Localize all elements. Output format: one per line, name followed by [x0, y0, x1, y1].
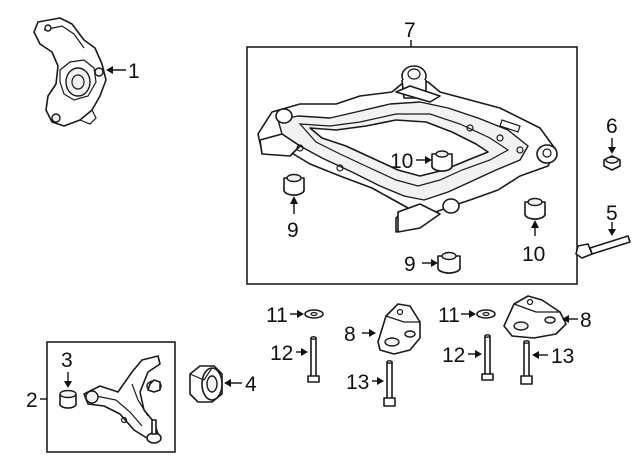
- callout-10a-arrow: [425, 156, 432, 164]
- callout-10b: 10: [522, 243, 545, 266]
- control-arm-bushing[interactable]: [189, 365, 223, 403]
- crossmember-bolt[interactable]: [575, 235, 631, 259]
- callout-11b-arrow: [469, 310, 476, 318]
- callout-8a-arrow: [369, 329, 376, 337]
- callout-6-arrow: [608, 147, 616, 154]
- callout-6: 6: [606, 115, 618, 138]
- callout-8b-arrow: [562, 315, 569, 323]
- callout-2: 2: [26, 389, 38, 412]
- crossmember-bushing-lower[interactable]: [437, 251, 461, 274]
- callout-1-arrow: [106, 66, 113, 74]
- crossmember-bushing-right[interactable]: [524, 197, 546, 220]
- callout-5: 5: [606, 202, 618, 225]
- bracket-right[interactable]: [503, 295, 567, 339]
- bolt-13-left[interactable]: [383, 360, 396, 407]
- washer-right[interactable]: [476, 309, 496, 319]
- steering-knuckle[interactable]: [33, 17, 107, 127]
- lower-control-arm[interactable]: [83, 355, 162, 444]
- control-arm-group-box: [46, 341, 176, 453]
- callout-1: 1: [128, 60, 140, 83]
- washer-left[interactable]: [304, 309, 324, 319]
- callout-11a-arrow: [297, 310, 304, 318]
- callout-12b-arrow: [475, 350, 482, 358]
- nut[interactable]: [603, 155, 621, 171]
- callout-12a-arrow: [301, 348, 308, 356]
- control-arm-bushing-small[interactable]: [59, 389, 77, 409]
- callout-4-arrow: [224, 379, 231, 387]
- callout-13b-arrow: [532, 351, 539, 359]
- callout-13a-arrow: [377, 377, 384, 385]
- callout-12a: 12: [270, 342, 293, 365]
- callout-10a: 10: [390, 150, 413, 173]
- callout-13a: 13: [346, 371, 369, 394]
- callout-11b: 11: [438, 304, 460, 327]
- callout-12b: 12: [442, 344, 465, 367]
- front-crossmember[interactable]: [257, 65, 558, 233]
- bracket-left[interactable]: [377, 303, 421, 355]
- callout-11a: 11: [266, 304, 288, 327]
- crossmember-bushing-left[interactable]: [283, 173, 305, 196]
- callout-5-arrow: [608, 229, 616, 236]
- crossmember-group-box: [246, 46, 578, 285]
- callout-3-arrow: [64, 381, 72, 388]
- bolt-12-left[interactable]: [307, 336, 320, 383]
- callout-9b: 9: [404, 253, 416, 276]
- bolt-12-right[interactable]: [481, 334, 494, 381]
- callout-10b-arrow: [531, 220, 539, 228]
- callout-8b: 8: [580, 309, 592, 332]
- crossmember-bushing-upper[interactable]: [431, 150, 453, 172]
- callout-4: 4: [245, 373, 257, 396]
- callout-3: 3: [61, 349, 73, 372]
- callout-9a-arrow: [290, 196, 298, 204]
- callout-13b: 13: [551, 345, 574, 368]
- callout-9b-arrow: [431, 259, 438, 267]
- callout-8a: 8: [344, 323, 356, 346]
- callout-9a: 9: [287, 219, 299, 242]
- callout-7: 7: [404, 19, 416, 42]
- bolt-13-right[interactable]: [520, 340, 533, 385]
